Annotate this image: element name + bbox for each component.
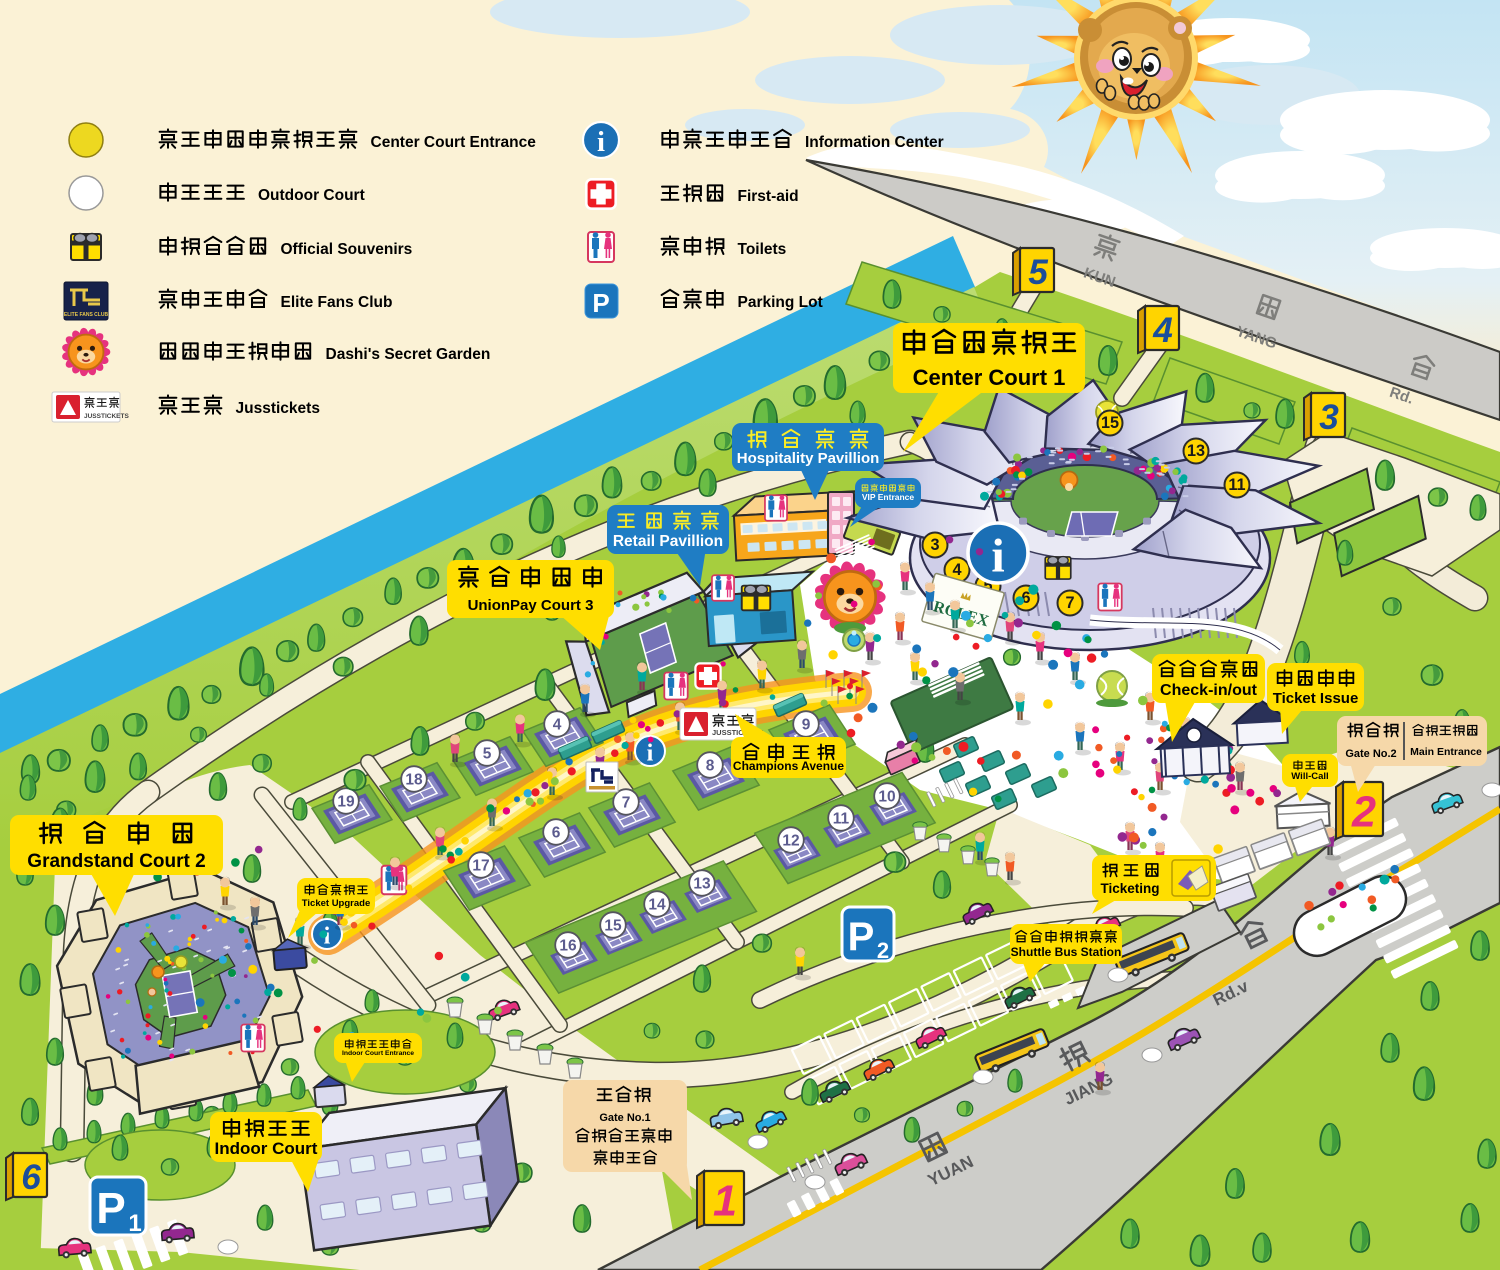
svg-text:9: 9 — [802, 717, 811, 734]
svg-text:4: 4 — [553, 717, 562, 734]
svg-text:16: 16 — [559, 938, 577, 955]
svg-text:JUSSTICKETS: JUSSTICKETS — [84, 413, 129, 420]
svg-text:2: 2 — [1351, 788, 1376, 836]
svg-text:Hospitality Pavillion: Hospitality Pavillion — [737, 450, 880, 467]
svg-text:18: 18 — [405, 772, 423, 789]
svg-text:ELITE FANS CLUB: ELITE FANS CLUB — [64, 312, 109, 318]
svg-text:13: 13 — [693, 876, 711, 893]
svg-text:Center Court 1: Center Court 1 — [913, 365, 1066, 390]
svg-text:Indoor Court: Indoor Court — [215, 1139, 318, 1158]
svg-text:Gate No.1: Gate No.1 — [599, 1112, 650, 1124]
svg-text:JUSSTICKETS: JUSSTICKETS — [712, 728, 764, 737]
svg-text:11: 11 — [1228, 476, 1245, 494]
svg-text:i: i — [647, 740, 654, 766]
svg-text:Check-in/out: Check-in/out — [1160, 682, 1258, 699]
svg-text:15: 15 — [1101, 414, 1119, 432]
svg-text:Champions Avenue: Champions Avenue — [733, 759, 844, 773]
svg-text:Official Souvenirs: Official Souvenirs — [281, 241, 413, 258]
svg-text:1: 1 — [128, 1210, 141, 1237]
svg-text:14: 14 — [648, 897, 666, 914]
svg-text:Retail Pavillion: Retail Pavillion — [613, 533, 723, 550]
svg-text:3: 3 — [1319, 398, 1339, 437]
svg-text:Jusstickets: Jusstickets — [236, 400, 320, 417]
svg-text:15: 15 — [604, 918, 622, 935]
svg-text:First-aid: First-aid — [738, 188, 799, 205]
svg-text:8: 8 — [706, 758, 715, 775]
svg-text:i: i — [324, 923, 331, 949]
svg-text:5: 5 — [1028, 253, 1048, 292]
svg-text:Outdoor Court: Outdoor Court — [258, 187, 365, 204]
svg-text:Dashi's Secret Garden: Dashi's Secret Garden — [326, 346, 491, 363]
svg-text:Toilets: Toilets — [738, 241, 787, 258]
svg-text:Gate No.2: Gate No.2 — [1345, 748, 1396, 760]
svg-text:Information Center: Information Center — [805, 134, 944, 151]
svg-text:10: 10 — [878, 789, 895, 806]
svg-text:6: 6 — [21, 1158, 41, 1197]
svg-text:Main Entrance: Main Entrance — [1410, 746, 1482, 758]
svg-text:P: P — [848, 915, 875, 959]
svg-text:UnionPay Court 3: UnionPay Court 3 — [468, 597, 594, 614]
svg-text:Parking Lot: Parking Lot — [738, 294, 823, 311]
svg-text:4: 4 — [952, 561, 961, 579]
svg-text:Ticket Issue: Ticket Issue — [1273, 690, 1359, 707]
svg-text:Shuttle Bus Station: Shuttle Bus Station — [1011, 945, 1122, 959]
svg-text:1: 1 — [713, 1177, 737, 1225]
svg-text:17: 17 — [472, 858, 489, 875]
svg-text:13: 13 — [1187, 442, 1205, 460]
svg-text:7: 7 — [622, 795, 631, 812]
svg-text:P: P — [592, 288, 609, 318]
svg-text:3: 3 — [930, 536, 939, 554]
svg-text:i: i — [597, 126, 605, 158]
svg-text:2: 2 — [877, 938, 889, 963]
svg-text:6: 6 — [552, 825, 561, 842]
svg-text:Elite Fans Club: Elite Fans Club — [281, 294, 393, 311]
svg-text:Ticketing: Ticketing — [1100, 881, 1159, 896]
svg-text:Ticket Upgrade: Ticket Upgrade — [302, 898, 370, 909]
svg-text:12: 12 — [782, 833, 799, 850]
svg-text:P: P — [96, 1184, 125, 1233]
svg-text:Will-Call: Will-Call — [1291, 771, 1328, 782]
svg-text:5: 5 — [983, 577, 992, 595]
svg-text:6: 6 — [1021, 589, 1030, 607]
svg-text:7: 7 — [1065, 594, 1074, 612]
svg-text:Center Court Entrance: Center Court Entrance — [371, 134, 537, 151]
svg-text:Indoor Court Entrance: Indoor Court Entrance — [342, 1050, 414, 1057]
svg-text:Grandstand Court 2: Grandstand Court 2 — [27, 851, 205, 872]
svg-text:19: 19 — [337, 794, 355, 811]
svg-text:VIP Entrance: VIP Entrance — [862, 492, 915, 502]
svg-text:5: 5 — [483, 746, 492, 763]
svg-text:Rd.: Rd. — [1387, 384, 1415, 408]
svg-text:4: 4 — [1152, 311, 1173, 350]
svg-text:11: 11 — [833, 811, 850, 828]
svg-text:i: i — [991, 530, 1004, 583]
